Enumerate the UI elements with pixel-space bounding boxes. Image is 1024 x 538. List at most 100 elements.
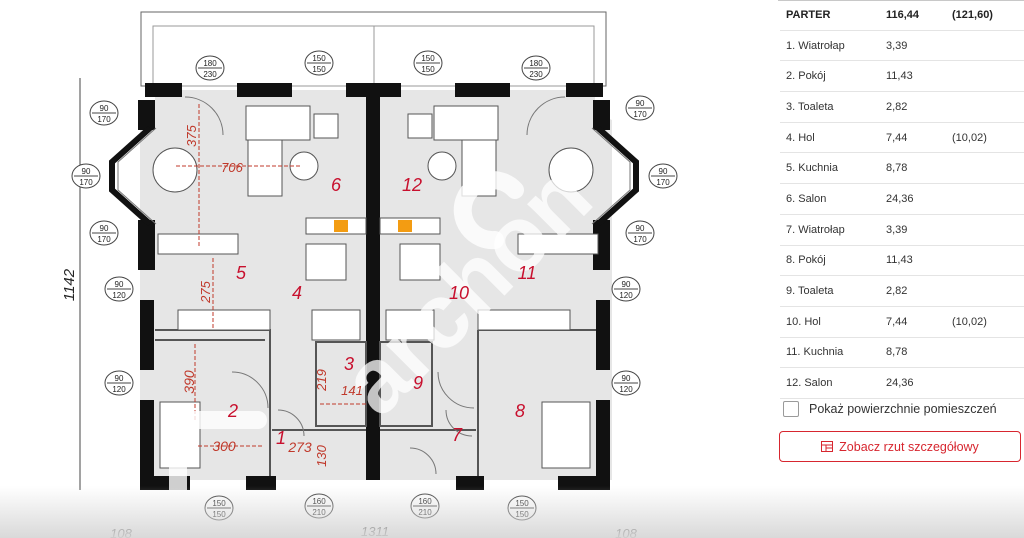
room-area: 2,82 bbox=[880, 275, 946, 307]
svg-text:160: 160 bbox=[418, 497, 432, 506]
dim-706: 706 bbox=[221, 160, 243, 175]
fireplaces bbox=[334, 220, 412, 232]
room-name: 7. Wiatrołap bbox=[780, 214, 880, 246]
room-number-7: 7 bbox=[452, 425, 463, 445]
room-area: 11,43 bbox=[880, 60, 946, 93]
svg-text:90: 90 bbox=[636, 99, 645, 108]
room-name: 11. Kuchnia bbox=[780, 337, 880, 369]
svg-text:150: 150 bbox=[421, 65, 435, 74]
svg-text:150: 150 bbox=[515, 510, 529, 519]
bay-walls bbox=[109, 125, 639, 227]
dimension-total-height: 1142 bbox=[61, 268, 78, 301]
room-name: 12. Salon bbox=[780, 367, 880, 399]
table-header-row: PARTER 116,44 (121,60) bbox=[780, 0, 1024, 31]
dimension-bottom-left: 108 bbox=[110, 526, 132, 538]
window-tag: 160 210 bbox=[410, 493, 440, 519]
svg-text:170: 170 bbox=[633, 235, 647, 244]
room-area-alt bbox=[946, 183, 1024, 215]
room-number-3: 3 bbox=[344, 354, 354, 374]
detailed-plan-button[interactable]: Zobacz rzut szczegółowy bbox=[779, 431, 1021, 462]
room-name: 5. Kuchnia bbox=[780, 152, 880, 185]
svg-text:90: 90 bbox=[622, 374, 631, 383]
room-area-alt: (10,02) bbox=[946, 306, 1024, 338]
svg-text:170: 170 bbox=[97, 115, 111, 124]
room-area-alt bbox=[946, 337, 1024, 369]
dimension-total-width: 1311 bbox=[361, 524, 389, 538]
svg-text:90: 90 bbox=[100, 104, 109, 113]
room-area: 8,78 bbox=[880, 337, 946, 369]
room-area: 3,39 bbox=[880, 30, 946, 62]
inner-dimension-labels: 706 375 275 390 300 273 130 219 141 bbox=[181, 124, 363, 466]
floor-name: PARTER bbox=[780, 0, 880, 31]
window-tag: 150 150 bbox=[413, 50, 443, 76]
room-area-alt bbox=[946, 60, 1024, 93]
detailed-plan-button-label: Zobacz rzut szczegółowy bbox=[839, 439, 979, 454]
svg-text:210: 210 bbox=[312, 508, 326, 517]
room-number-5: 5 bbox=[236, 263, 247, 283]
svg-text:120: 120 bbox=[619, 291, 633, 300]
room-area: 2,82 bbox=[880, 91, 946, 123]
room-area: 11,43 bbox=[880, 245, 946, 277]
room-area-alt bbox=[946, 367, 1024, 399]
dim-130: 130 bbox=[314, 444, 329, 466]
window-tag: 90 170 bbox=[648, 163, 678, 189]
room-area-alt bbox=[946, 275, 1024, 307]
window-tag: 90 120 bbox=[611, 276, 641, 302]
room-area-alt bbox=[946, 30, 1024, 62]
room-number-1: 1 bbox=[276, 428, 286, 448]
svg-text:170: 170 bbox=[633, 110, 647, 119]
room-number-6: 6 bbox=[331, 175, 342, 195]
floor-area-alt: (121,60) bbox=[946, 0, 1024, 31]
svg-text:150: 150 bbox=[421, 54, 435, 63]
room-name: 4. Hol bbox=[780, 122, 880, 154]
room-area: 24,36 bbox=[880, 183, 946, 215]
show-room-areas-checkbox[interactable] bbox=[783, 401, 799, 417]
svg-text:180: 180 bbox=[529, 59, 543, 68]
bay-windows bbox=[117, 127, 631, 225]
dimension-lines bbox=[176, 104, 366, 447]
svg-text:90: 90 bbox=[82, 167, 91, 176]
show-room-areas-toggle[interactable]: Pokaż powierzchnie pomieszczeń bbox=[783, 398, 997, 420]
window-tag: 90 120 bbox=[611, 370, 641, 396]
svg-text:150: 150 bbox=[312, 65, 326, 74]
window-tag: 90 170 bbox=[625, 220, 655, 246]
room-name: 9. Toaleta bbox=[780, 275, 880, 307]
room-name: 10. Hol bbox=[780, 306, 880, 338]
room-number-11: 11 bbox=[518, 263, 537, 283]
show-room-areas-label[interactable]: Pokaż powierzchnie pomieszczeń bbox=[809, 402, 997, 416]
room-area-alt bbox=[946, 214, 1024, 246]
window-tag: 90 170 bbox=[89, 220, 119, 246]
watermark-graphic bbox=[169, 171, 524, 509]
svg-text:150: 150 bbox=[515, 499, 529, 508]
window-tag: 150 150 bbox=[304, 50, 334, 76]
dim-141: 141 bbox=[341, 383, 363, 398]
window-tag: 180 230 bbox=[195, 55, 225, 81]
window-tag: 90 120 bbox=[104, 370, 134, 396]
furniture bbox=[152, 105, 599, 469]
svg-text:90: 90 bbox=[100, 224, 109, 233]
floor-area-total: 116,44 bbox=[880, 0, 946, 31]
svg-text:210: 210 bbox=[418, 508, 432, 517]
dim-219: 219 bbox=[314, 369, 329, 392]
svg-text:90: 90 bbox=[636, 224, 645, 233]
room-numbers: 1 2 3 4 5 6 7 8 9 10 11 12 bbox=[227, 175, 536, 448]
floor-plan-drawing: archon 1142 1311 108 108 706 375 275 390… bbox=[61, 11, 678, 538]
svg-text:150: 150 bbox=[312, 54, 326, 63]
svg-text:150: 150 bbox=[212, 499, 226, 508]
dim-273: 273 bbox=[287, 439, 312, 455]
window-tag: 90 170 bbox=[625, 95, 655, 121]
dim-375: 375 bbox=[184, 124, 199, 146]
svg-text:90: 90 bbox=[622, 280, 631, 289]
dimension-bottom-right: 108 bbox=[615, 526, 637, 538]
room-area: 7,44 bbox=[880, 122, 946, 154]
